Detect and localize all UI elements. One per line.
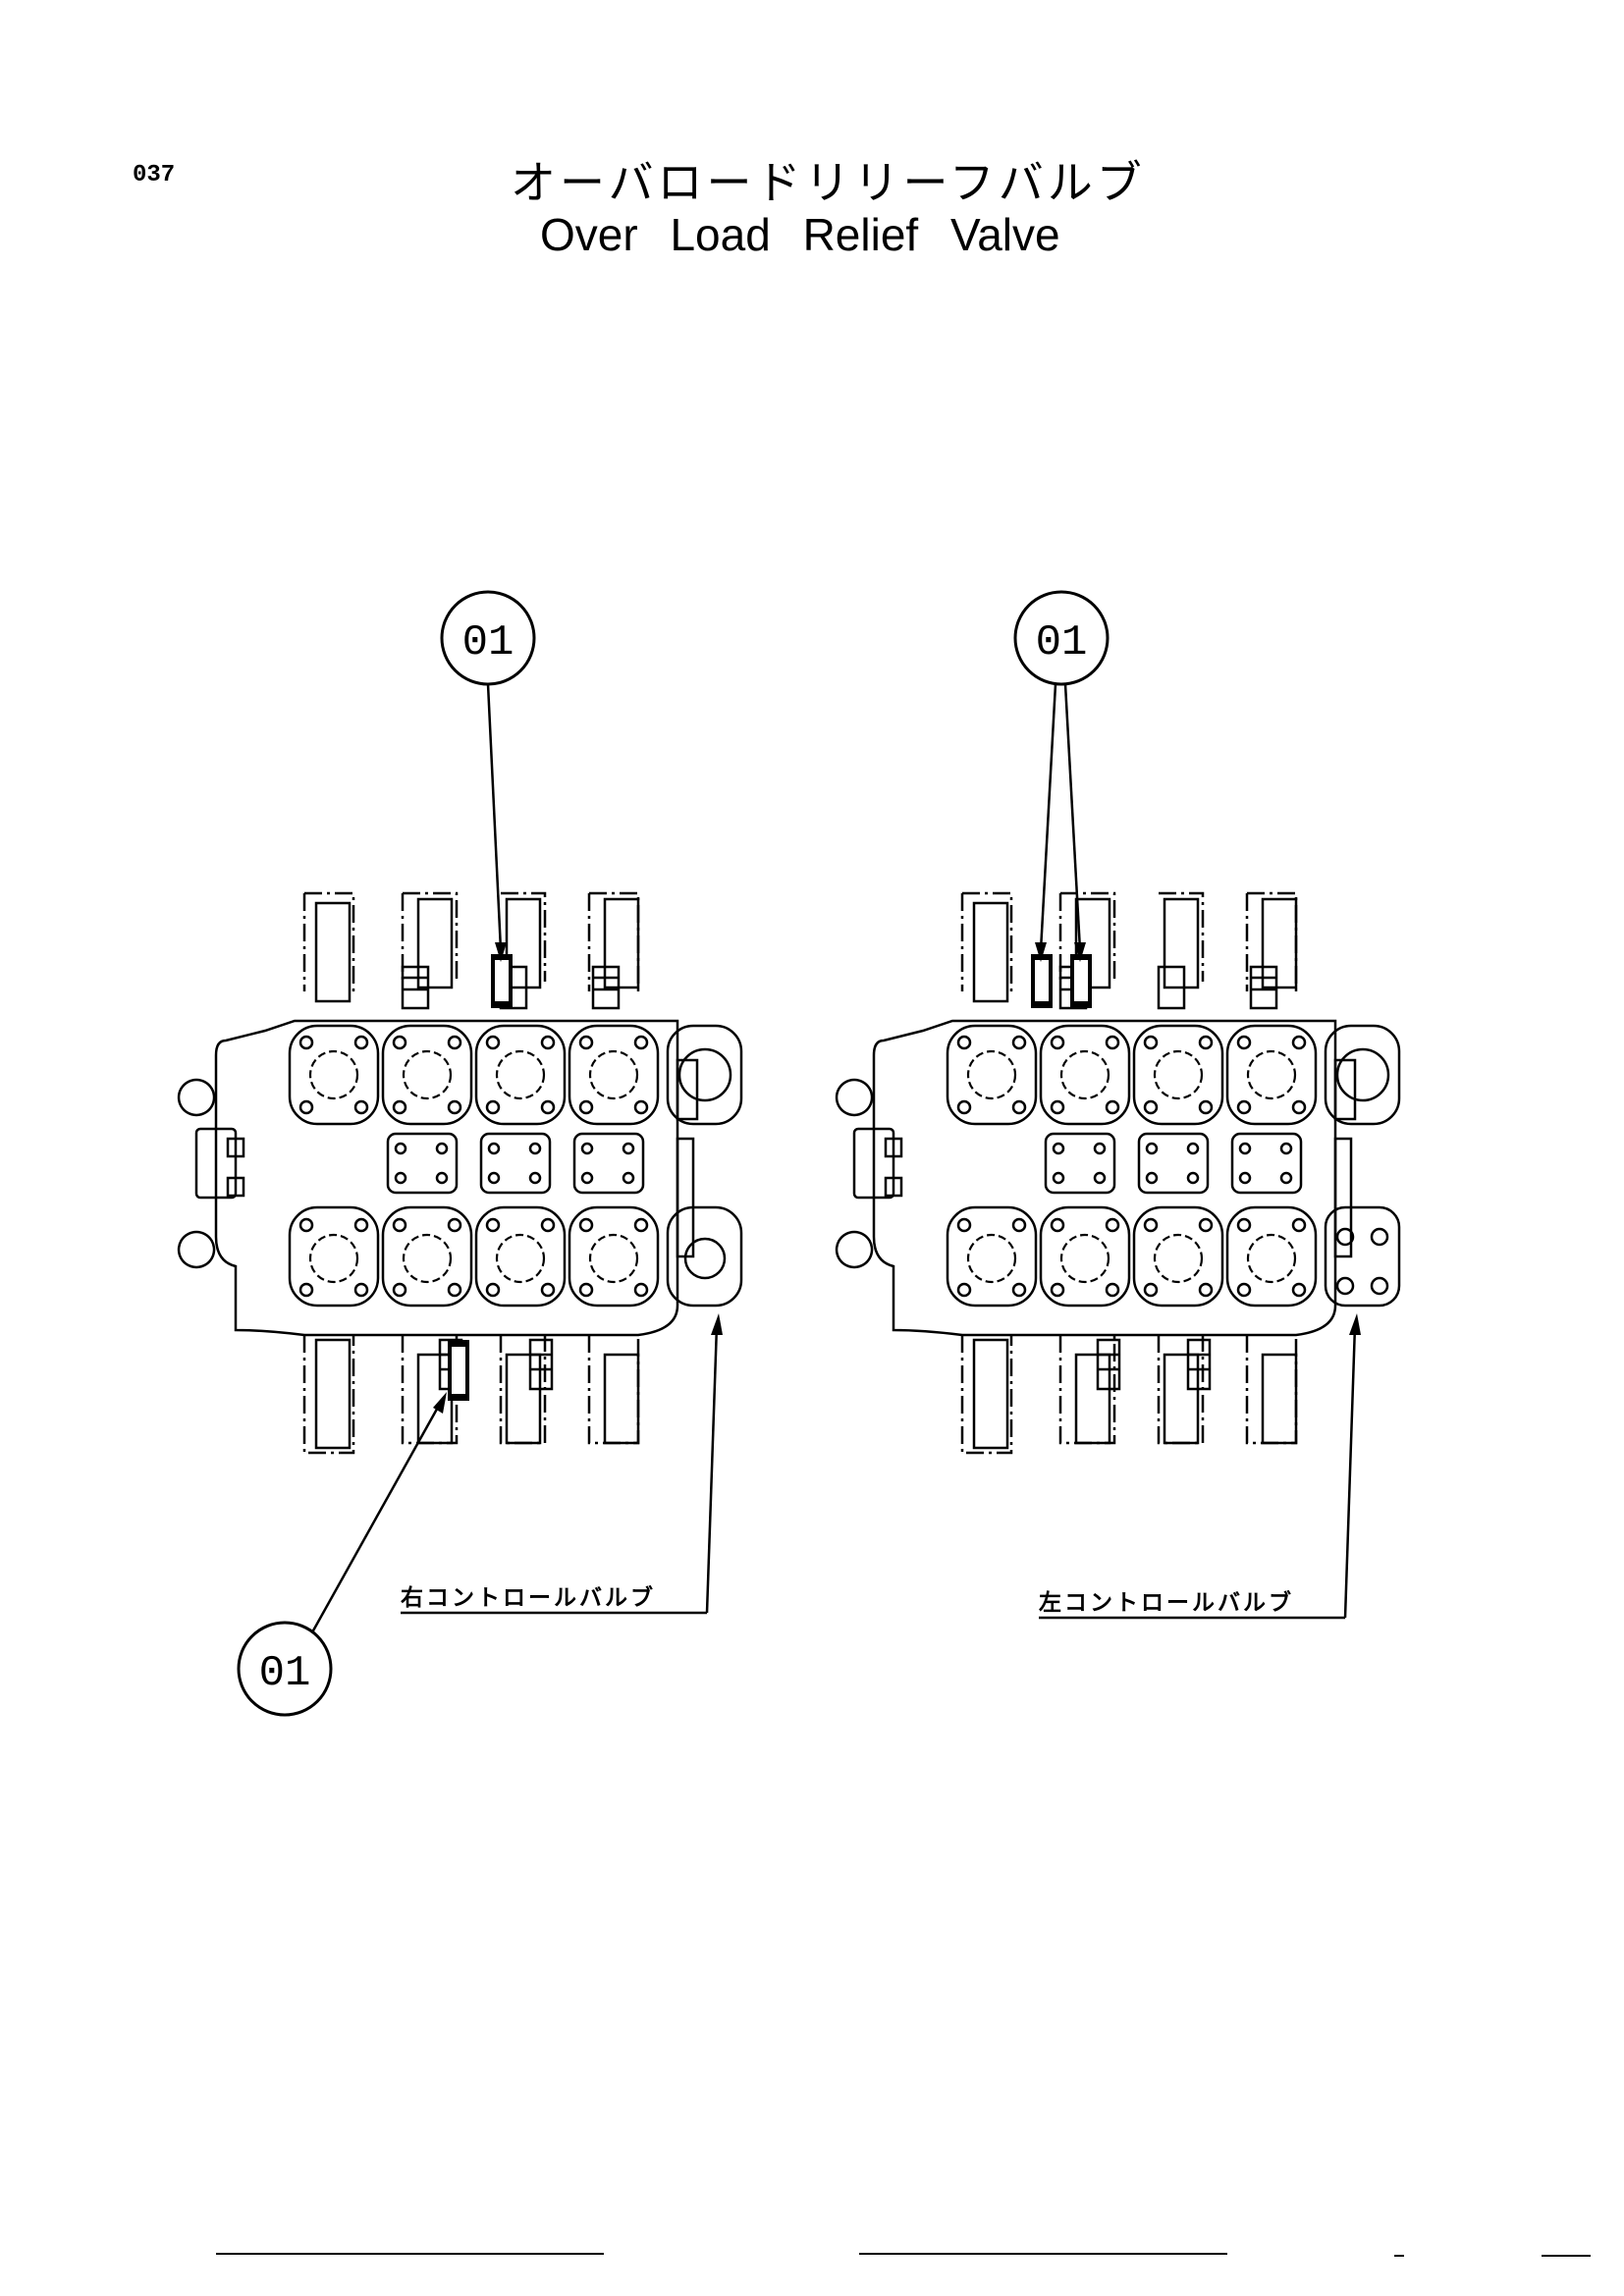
left-control-valve-label: 左コントロールバルブ xyxy=(1039,1589,1294,1616)
callout-top-left-valve: 01 xyxy=(1013,590,1110,962)
svg-text:01: 01 xyxy=(1036,618,1088,667)
title-japanese: オーバロードリリーフバルブ xyxy=(511,156,1146,209)
title-english: Over Load Relief Valve xyxy=(540,209,1060,260)
svg-text:01: 01 xyxy=(259,1649,311,1698)
svg-text:01: 01 xyxy=(462,618,514,667)
callout-bottom-right-valve: 01 xyxy=(237,1392,447,1717)
footer-rules xyxy=(216,2253,1591,2257)
callout-top-right-valve: 01 xyxy=(440,590,536,962)
left-control-valve-drawing xyxy=(835,891,1401,1455)
page-number: 037 xyxy=(133,162,176,188)
right-control-valve-drawing xyxy=(177,891,743,1455)
left-control-valve-label-group: 左コントロールバルブ xyxy=(1039,1313,1361,1620)
right-control-valve-label-group: 右コントロールバルブ xyxy=(401,1313,723,1615)
right-control-valve-label: 右コントロールバルブ xyxy=(401,1584,656,1611)
